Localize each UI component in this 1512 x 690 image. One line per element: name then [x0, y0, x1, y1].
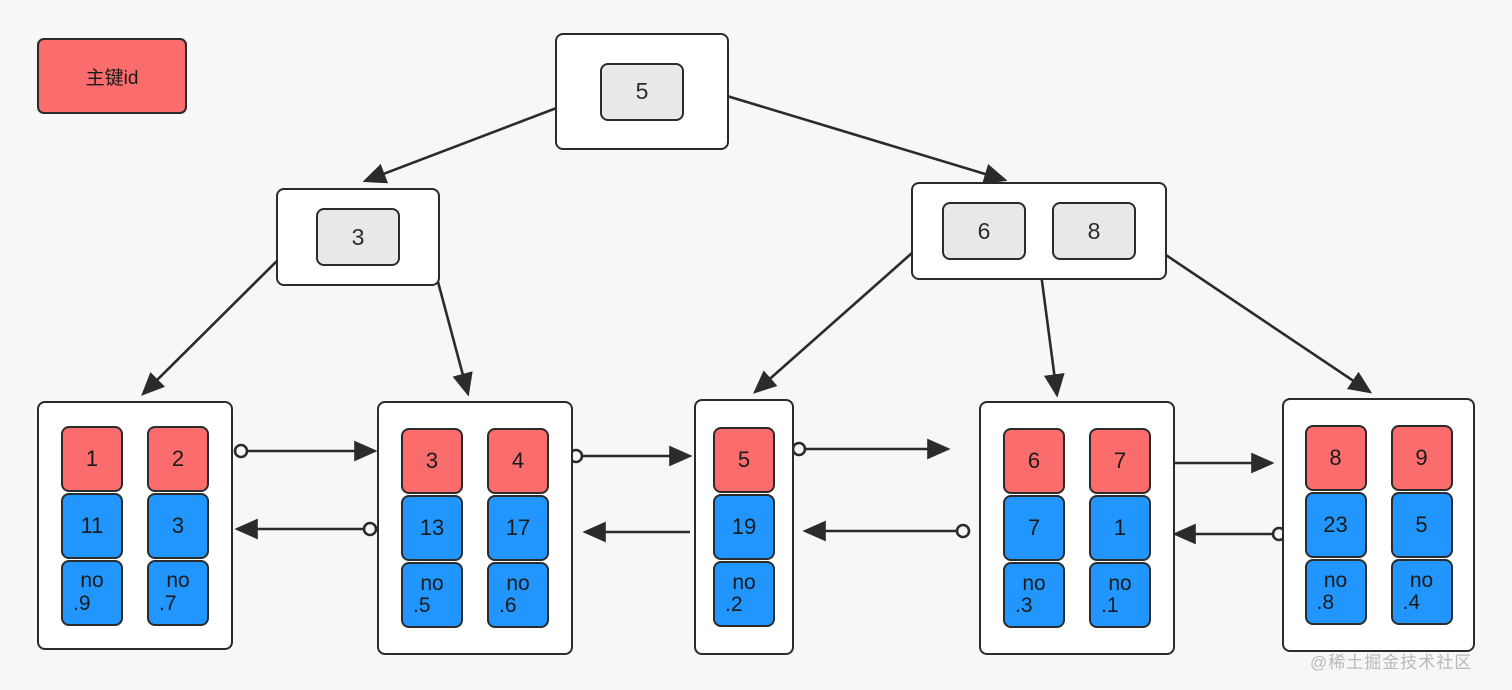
- leaf1-record-1-ref: no .7: [147, 559, 209, 626]
- leaf4-record-0-ref: no .3: [1003, 562, 1065, 628]
- leaf-node-4[interactable]: 6 7 no .3 7 1 no .1: [979, 401, 1175, 655]
- leaf5-record-1-value: 5: [1390, 492, 1453, 558]
- edge-right-internal-to-leaf3: [753, 244, 922, 394]
- edge-root-to-right-internal: [726, 94, 1008, 184]
- leaf1-record-0-ref: no .9: [61, 559, 123, 626]
- edge-left-internal-to-leaf1: [141, 247, 291, 396]
- pointer-dot-leaf4-prev: [955, 523, 971, 539]
- root-key-0: 5: [600, 62, 684, 121]
- leaf4-record-1-key: 7: [1089, 428, 1151, 494]
- leaf1-record-0: 1 11 no .9: [61, 425, 123, 626]
- leaf4-record-0-ref-line1: no: [1022, 571, 1046, 595]
- leaf4-record-0-ref-line2: .3: [1015, 594, 1033, 617]
- leaf4-record-1-ref-line1: no: [1108, 571, 1132, 595]
- leaf2-record-1-ref-line1: no: [506, 571, 530, 595]
- leaf3-record-0: 5 19 no .2: [713, 427, 775, 627]
- leaf2-record-1-ref-line2: .6: [499, 594, 517, 617]
- leaf2-record-0-ref-line1: no: [420, 571, 444, 595]
- leaf2-record-0: 3 13 no .5: [401, 428, 463, 628]
- leaf2-record-0-value: 13: [401, 495, 463, 561]
- leaf3-record-0-ref-line2: .2: [725, 593, 743, 616]
- leaf5-record-0-ref: no .8: [1304, 559, 1367, 625]
- legend-primary-key: 主键id: [37, 38, 187, 114]
- internal-right-key-1: 8: [1052, 202, 1136, 260]
- leaf1-record-0-ref-line2: .9: [73, 591, 91, 615]
- leaf5-record-0-value: 23: [1304, 492, 1367, 558]
- internal-node-right[interactable]: 6 8: [911, 182, 1167, 280]
- leaf3-record-0-ref-line1: no: [732, 570, 756, 594]
- leaf2-record-1-key: 4: [487, 428, 549, 494]
- leaf1-record-1-ref-line2: .7: [159, 591, 177, 615]
- leaf-node-1[interactable]: 1 11 no .9 2 3 no .7: [37, 401, 233, 650]
- leaf4-record-1-ref: no .1: [1089, 562, 1151, 628]
- leaf5-record-0-ref-line1: no: [1323, 568, 1348, 592]
- leaf3-record-0-ref: no .2: [713, 561, 775, 627]
- leaf4-record-1: 7 1 no .1: [1089, 428, 1151, 628]
- root-node[interactable]: 5: [555, 33, 729, 150]
- leaf1-record-1-ref-line1: no: [166, 569, 190, 593]
- pointer-dot-leaf3-next: [791, 441, 807, 457]
- leaf1-record-0-key: 1: [61, 425, 123, 492]
- leaf-node-2[interactable]: 3 13 no .5 4 17 no .6: [377, 401, 573, 655]
- pointer-dot-leaf2-prev: [362, 521, 378, 537]
- leaf1-record-0-ref-line1: no: [80, 569, 104, 593]
- leaf2-record-0-ref: no .5: [401, 562, 463, 628]
- leaf1-record-0-value: 11: [61, 492, 123, 559]
- leaf2-record-1: 4 17 no .6: [487, 428, 549, 628]
- leaf5-record-0-ref-line2: .8: [1316, 591, 1335, 614]
- leaf5-record-1-ref-line2: .4: [1402, 591, 1421, 614]
- edge-right-internal-to-leaf4: [1038, 265, 1065, 398]
- leaf2-record-0-ref-line2: .5: [413, 594, 431, 617]
- leaf1-record-1-value: 3: [147, 492, 209, 559]
- leaf5-record-1-ref: no .4: [1390, 559, 1453, 625]
- leaf-node-5[interactable]: 8 23 no .8 9 5 no .4: [1282, 398, 1475, 652]
- leaf4-record-1-ref-line2: .1: [1101, 594, 1119, 617]
- leaf2-record-1-ref: no .6: [487, 562, 549, 628]
- leaf4-record-0-value: 7: [1003, 495, 1065, 561]
- pointer-dot-leaf1-next: [233, 443, 249, 459]
- leaf1-record-1-key: 2: [147, 425, 209, 492]
- leaf-node-3[interactable]: 5 19 no .2: [694, 399, 794, 655]
- leaf4-record-0-key: 6: [1003, 428, 1065, 494]
- internal-left-key-0: 3: [316, 208, 400, 266]
- leaf5-record-0: 8 23 no .8: [1304, 425, 1367, 625]
- leaf3-record-0-value: 19: [713, 494, 775, 560]
- internal-right-key-0: 6: [942, 202, 1026, 260]
- leaf2-record-0-key: 3: [401, 428, 463, 494]
- leaf5-record-1-ref-line1: no: [1409, 568, 1434, 592]
- edge-right-internal-to-leaf5: [1147, 241, 1373, 394]
- leaf4-record-0: 6 7 no .3: [1003, 428, 1065, 628]
- leaf2-record-1-value: 17: [487, 495, 549, 561]
- leaf3-record-0-key: 5: [713, 427, 775, 493]
- leaf4-record-1-value: 1: [1089, 495, 1151, 561]
- leaf5-record-0-key: 8: [1304, 425, 1367, 491]
- leaf5-record-1: 9 5 no .4: [1390, 425, 1453, 625]
- watermark: @稀土掘金技术社区: [1310, 653, 1473, 672]
- legend-label: 主键id: [85, 67, 139, 89]
- internal-node-left[interactable]: 3: [276, 188, 440, 286]
- leaf1-record-1: 2 3 no .7: [147, 425, 209, 626]
- leaf5-record-1-key: 9: [1390, 425, 1453, 491]
- edge-root-to-left-internal: [362, 99, 576, 184]
